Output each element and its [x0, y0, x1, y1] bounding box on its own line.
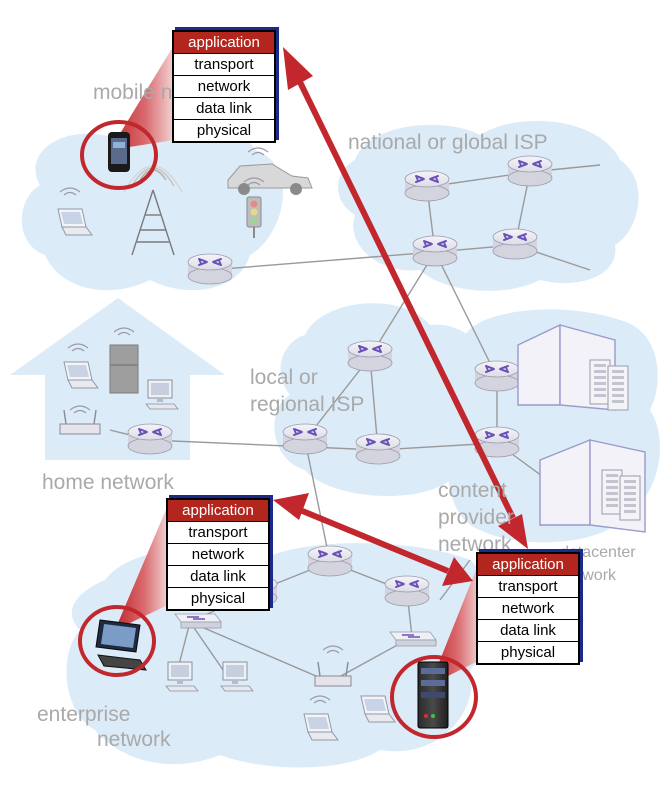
enterprise-to-server-arrow	[298, 507, 450, 574]
smartphone-icon	[108, 132, 130, 172]
desktop-icon	[95, 619, 147, 671]
arrowhead-left	[273, 493, 309, 520]
layer-data-link: data link	[168, 565, 268, 587]
layer-physical: physical	[174, 119, 274, 141]
server-rack-icon	[589, 359, 611, 405]
layer-physical: physical	[478, 641, 578, 663]
content-provider-label-line1: content	[438, 479, 507, 502]
server-icon	[417, 661, 449, 729]
isp-label: national or global ISP	[348, 131, 548, 154]
server-rack-icon	[619, 475, 641, 521]
layer-application: application	[174, 32, 274, 53]
layer-data-link: data link	[174, 97, 274, 119]
layer-physical: physical	[168, 587, 268, 609]
router-icon	[282, 423, 328, 455]
server-rack-icon	[601, 469, 623, 515]
layer-application: application	[478, 554, 578, 575]
mobile-highlight-ring	[80, 120, 158, 190]
wifi-ap-icon	[314, 661, 352, 687]
car-icon	[227, 163, 313, 195]
arrowhead-up	[283, 47, 313, 90]
layer-network: network	[174, 75, 274, 97]
refrigerator-icon	[109, 344, 139, 394]
layer-network: network	[478, 597, 578, 619]
router-icon	[347, 340, 393, 372]
router-icon	[127, 423, 173, 455]
server-stack-callout	[430, 560, 480, 685]
traffic-light-icon	[246, 196, 262, 238]
layer-application: application	[168, 500, 268, 521]
mobile-to-server-arrow	[295, 76, 516, 520]
layer-transport: transport	[168, 521, 268, 543]
switch-icon	[174, 613, 222, 629]
server-highlight-ring	[390, 655, 478, 739]
router-icon	[474, 360, 520, 392]
arrowhead-down	[498, 514, 528, 549]
router-icon	[507, 155, 553, 187]
home-network-label: home network	[42, 471, 174, 494]
wifi-ap-icon	[59, 409, 101, 435]
logical-communication-arrows	[273, 47, 528, 586]
server-rack-icon	[607, 365, 629, 411]
server-protocol-stack: application transport network data link …	[476, 552, 580, 665]
router-icon	[492, 228, 538, 260]
mobile-network-cloud	[21, 116, 283, 291]
layer-data-link: data link	[478, 619, 578, 641]
layer-transport: transport	[478, 575, 578, 597]
regional-isp-label-line1: local or	[250, 366, 318, 389]
enterprise-label-line2: network	[97, 728, 171, 751]
layer-transport: transport	[174, 53, 274, 75]
router-icon	[404, 170, 450, 202]
content-provider-label-line3: network	[438, 533, 512, 556]
router-icon	[355, 433, 401, 465]
router-icon	[307, 545, 353, 577]
router-icon	[384, 575, 430, 607]
mobile-protocol-stack: application transport network data link …	[172, 30, 276, 143]
regional-isp-label-line2: regional ISP	[250, 393, 365, 416]
router-icon	[412, 235, 458, 267]
enterprise-stack-callout	[115, 505, 168, 630]
enterprise-highlight-ring	[78, 605, 156, 677]
switch-icon	[389, 631, 437, 647]
enterprise-protocol-stack: application transport network data link …	[166, 498, 270, 611]
arrowhead-right	[442, 557, 473, 586]
enterprise-label-line1: enterprise	[37, 703, 131, 726]
layer-network: network	[168, 543, 268, 565]
router-icon	[187, 253, 233, 285]
content-provider-label-line2: provider	[438, 506, 514, 529]
